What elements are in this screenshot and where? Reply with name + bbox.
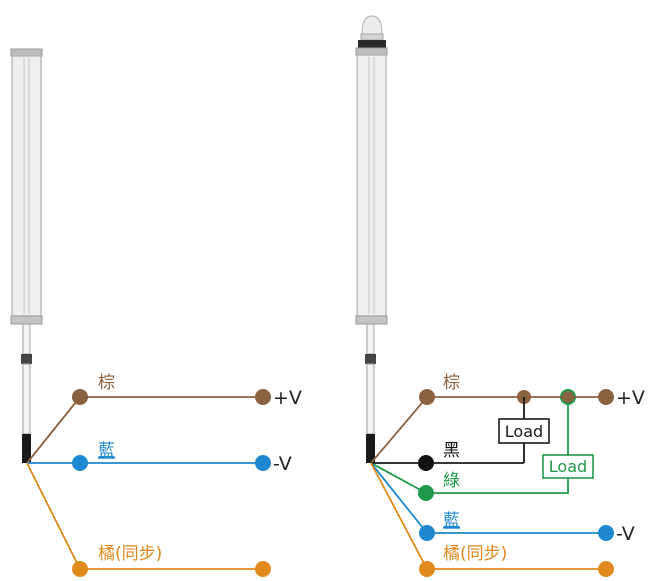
left-sensor-cap-top [10,48,43,57]
left-sensor-body [11,55,42,317]
right-node-brown-start [419,389,435,405]
left-wire-orange-diag [26,462,81,570]
left-label-brown: 棕 [98,373,115,393]
right-sensor-cap-bottom [355,315,388,325]
left-cable-gland [21,354,32,364]
load-box-black [498,418,550,444]
right-node-brown-end [598,389,614,405]
right-label-green: 綠 [443,471,460,491]
right-wire-blue-diag [370,462,428,534]
right-cable-gland [365,354,376,364]
left-wire-brown-diag [26,396,81,464]
right-label-blue: 藍 [443,511,460,531]
right-terminal-minus-v: -V [616,523,635,545]
left-cable-lower [22,363,31,435]
left-terminal-minus-v: -V [273,453,292,475]
right-sensor-indicator-base [358,40,386,48]
right-wire-brown-diag [370,396,428,464]
left-node-orange-start [72,561,88,577]
right-wire-orange-diag [370,462,428,570]
left-label-blue: 藍 [98,441,115,461]
right-label-orange: 橘(同步) [443,544,507,564]
right-node-orange-end [598,561,614,577]
left-node-brown-start [72,389,88,405]
right-sensor [355,15,388,463]
left-sensor [10,48,43,463]
load-label-green: Load [549,457,587,476]
left-terminal-plus-v: +V [273,387,302,409]
right-cable-end [366,434,375,463]
right-cable-lower [366,363,375,435]
right-node-blue-end [598,525,614,541]
load-box-green [542,454,594,479]
load-label-black: Load [505,422,543,441]
left-label-orange: 橘(同步) [98,544,162,564]
left-node-orange-end [255,561,271,577]
left-node-blue-end [255,455,271,471]
left-cable-upper [22,323,31,355]
right-node-green-start [418,485,434,501]
right-sensor-indicator-ring [360,33,384,41]
right-sensor-cap-top [355,47,388,56]
right-cable-upper [366,323,375,355]
right-terminal-plus-v: +V [616,387,645,409]
left-node-brown-end [255,389,271,405]
left-sensor-cap-bottom [10,315,43,325]
right-wires: 綠 Load 棕 +V 黑 Load 藍 -V 橘(同步) [370,373,645,577]
left-node-blue-start [72,455,88,471]
right-label-brown: 棕 [443,373,460,393]
right-sensor-body [356,54,387,317]
right-sensor-indicator-dome [361,15,383,35]
left-wires: 棕 +V 藍 -V 橘(同步) [26,373,302,577]
right-node-orange-start [419,561,435,577]
right-wire-green [426,397,569,494]
right-node-blue-start [419,525,435,541]
right-wire-green-diag [370,462,427,494]
right-label-black: 黑 [443,441,460,461]
right-node-black [418,455,434,471]
left-cable-end [22,434,31,463]
